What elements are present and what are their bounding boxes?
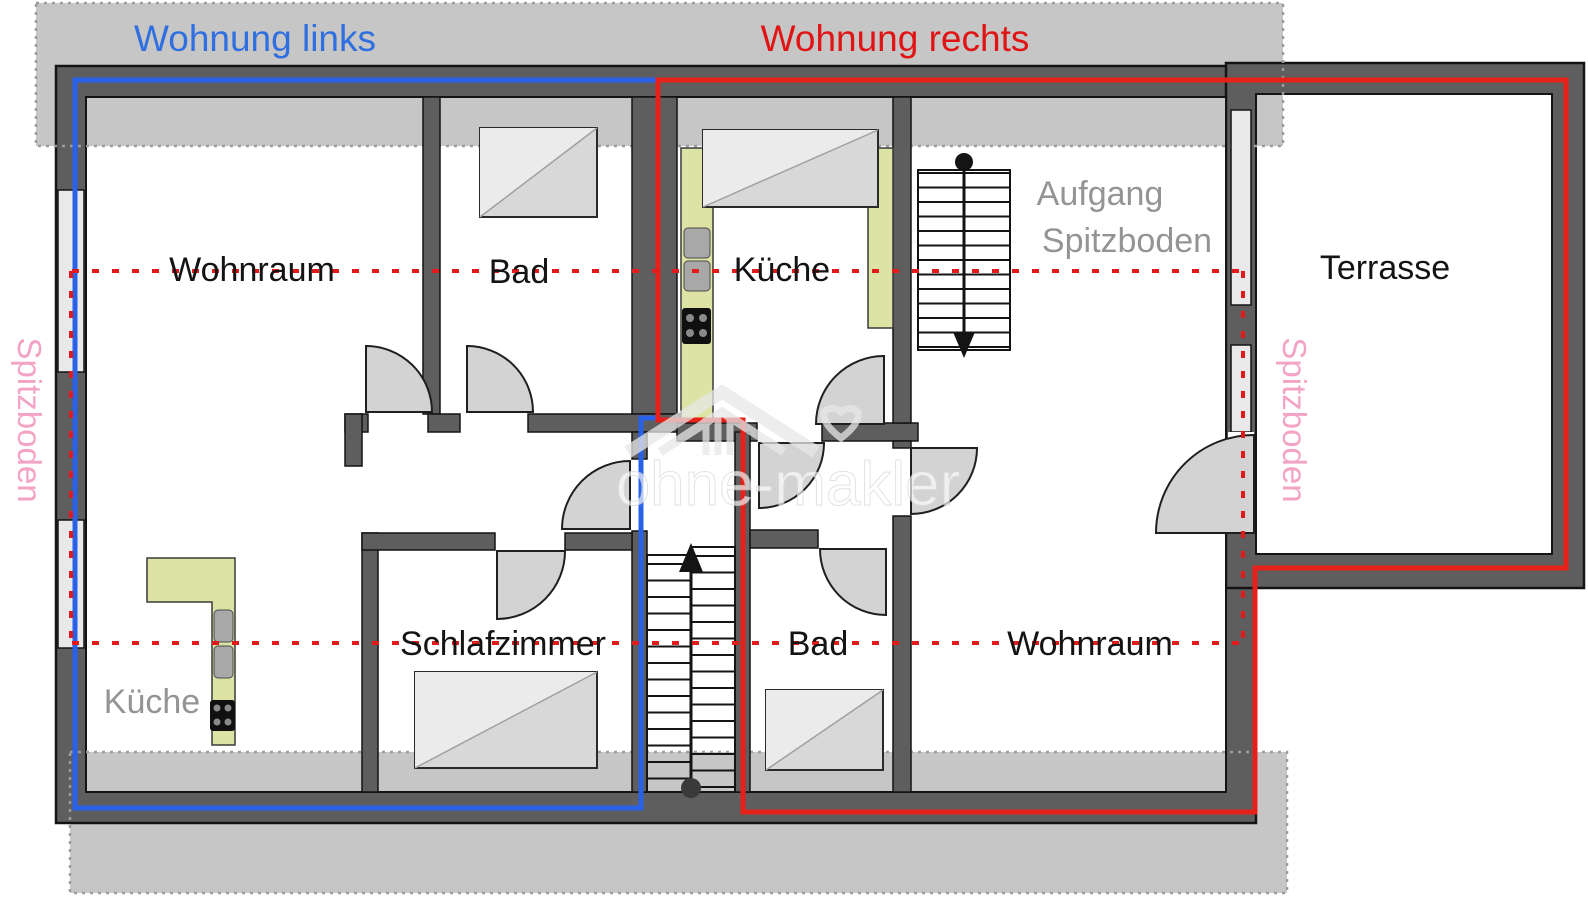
- appliance-right-1: [683, 227, 711, 259]
- door-terrasse: [1154, 433, 1255, 534]
- bathtub-bad-right: [765, 689, 884, 771]
- burner-icon: [699, 329, 707, 337]
- walkline-start-dot: [955, 153, 973, 171]
- appliance-left-1: [213, 609, 234, 643]
- terrasse-interior: [1255, 93, 1553, 555]
- window-left-1: [57, 189, 85, 373]
- wall-kueche-right-east: [892, 96, 912, 424]
- furniture: [414, 127, 884, 771]
- label-kueche-right: Küche: [734, 251, 830, 289]
- burner-icon: [213, 718, 221, 726]
- burner-icon: [224, 704, 232, 712]
- label-schlafzimmer: Schlafzimmer: [400, 625, 606, 663]
- band-top-terrasse: [1257, 95, 1283, 146]
- label-kueche-left: Küche: [104, 683, 200, 721]
- appliance-left-2: [213, 645, 234, 679]
- door-schlafzimmer: [496, 550, 567, 621]
- wall-wohnraum-bad-left: [422, 96, 441, 415]
- window-left-2: [57, 519, 85, 649]
- watermark-heart-icon: [820, 405, 862, 443]
- counter-block-kueche-right: [702, 129, 879, 208]
- labels: Wohnung links Wohnung rechts Wohnraum Ba…: [11, 18, 1450, 721]
- burner-icon: [213, 704, 221, 712]
- main-stair-flight-left: [646, 554, 692, 793]
- label-spitzboden-right: Spitzboden: [1276, 337, 1313, 502]
- main-stair-flight-right: [690, 546, 736, 793]
- label-bad-left: Bad: [489, 253, 550, 291]
- bed-schlafzimmer: [414, 671, 598, 769]
- wall-schlafzimmer-west: [361, 532, 379, 793]
- watermark-roof-inner-icon: [657, 406, 787, 456]
- title-wohnung-links: Wohnung links: [134, 18, 376, 59]
- kitchens: [146, 147, 894, 746]
- watermark-bars-icon: [702, 412, 734, 455]
- knee-wall-lines: [69, 269, 1245, 648]
- burner-icon: [699, 314, 707, 322]
- watermark: ohne-makler: [615, 384, 961, 520]
- burner-icon: [686, 314, 694, 322]
- door-entrance-right: [758, 442, 826, 510]
- door-bad-right: [818, 548, 887, 617]
- glazing-terrasse-2: [1230, 344, 1252, 433]
- door-bad-left: [466, 344, 535, 413]
- stove-left: [210, 700, 235, 731]
- label-wohnraum-right: Wohnraum: [1007, 625, 1173, 663]
- kitchen-counter-left: [146, 557, 236, 746]
- door-wohnraum-right: [910, 447, 979, 516]
- wall-schlafzimmer-top-b: [564, 532, 633, 551]
- wall-bad-right-top: [749, 529, 819, 549]
- label-aufgang-line2: Spitzboden: [1042, 222, 1212, 260]
- arrow-up-icon: [679, 543, 703, 572]
- wall-left-hall-2: [427, 413, 461, 433]
- shower-bad-left: [479, 127, 598, 218]
- wall-left-apartment-right-kueche: [631, 96, 678, 415]
- stove-right: [682, 308, 711, 344]
- door-entrance-left: [560, 459, 631, 530]
- label-aufgang-line1: Aufgang: [1037, 175, 1164, 213]
- label-spitzboden-left: Spitzboden: [11, 337, 48, 502]
- wall-stub-kueche-left: [344, 413, 363, 467]
- burner-icon: [224, 718, 232, 726]
- door-wohnraum-left: [365, 344, 434, 413]
- label-wohnraum-left: Wohnraum: [169, 251, 335, 289]
- label-terrasse: Terrasse: [1320, 249, 1450, 287]
- title-wohnung-rechts: Wohnung rechts: [761, 18, 1030, 59]
- glazing-terrasse-1: [1230, 109, 1252, 306]
- watermark-text: ohne-makler: [616, 450, 961, 519]
- stairs-main: [646, 543, 736, 798]
- watermark-roof-icon: [624, 384, 820, 458]
- burner-icon: [686, 329, 694, 337]
- wall-schlafzimmer-top-a: [361, 532, 496, 551]
- appliance-right-2: [683, 260, 711, 292]
- doors: [365, 344, 1255, 621]
- stairs-spitzboden: [917, 153, 1011, 358]
- wall-hall-wohnraum-right-a: [892, 440, 912, 449]
- wall-hall-wohnraum-right-b: [892, 515, 912, 793]
- label-bad-right: Bad: [788, 625, 849, 663]
- walkline-start-dot: [681, 778, 701, 798]
- arrow-down-icon: [953, 332, 975, 358]
